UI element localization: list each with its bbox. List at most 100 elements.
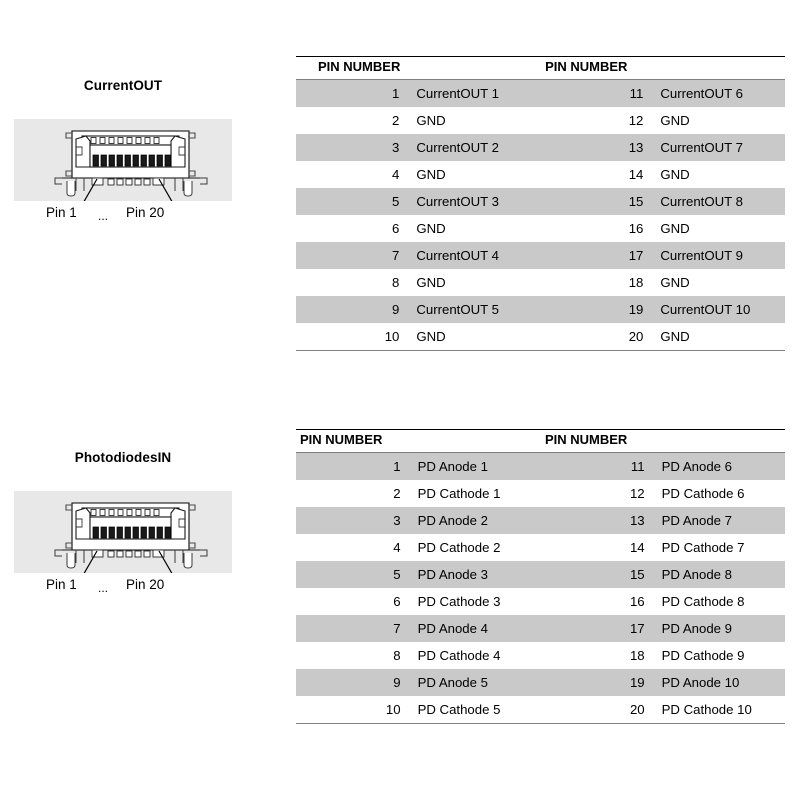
signal-name-right: PD Cathode 9 [652,642,785,669]
signal-name-right: PD Anode 10 [652,669,785,696]
signal-name-right: CurrentOUT 9 [651,242,785,269]
signal-name-right: GND [651,107,785,134]
signal-name-right: PD Cathode 6 [652,480,785,507]
pin-number-right: 20 [539,696,653,724]
pin-number-right: 20 [540,323,652,351]
table-header-row: PIN NUMBER PIN NUMBER [296,56,785,80]
signal-name-right: PD Cathode 7 [652,534,785,561]
pin-number-right: 18 [540,269,652,296]
signal-name-left: CurrentOUT 4 [407,242,541,269]
pin-number-left: 3 [296,134,408,161]
column-header-pin-number-left: PIN NUMBER [296,56,541,80]
signal-name-right: CurrentOUT 10 [651,296,785,323]
signal-name-left: GND [407,107,541,134]
pin-number-right: 18 [539,642,653,669]
pin-number-left: 9 [296,296,408,323]
signal-name-left: GND [407,161,541,188]
pin-first-label: Pin 1 [46,205,77,220]
pin-number-right: 12 [539,480,653,507]
pin-extent-labels: Pin 1 ... Pin 20 [14,201,232,227]
pin-number-left: 5 [296,188,408,215]
pin-number-left: 2 [296,480,409,507]
signal-name-left: PD Anode 1 [408,452,540,480]
pin-number-right: 15 [539,561,653,588]
pin-number-right: 17 [539,615,653,642]
signal-name-left: GND [407,215,541,242]
pin-number-left: 10 [296,323,408,351]
pin-ellipsis: ... [98,209,109,223]
pin-number-right: 14 [540,161,652,188]
signal-name-right: PD Anode 9 [652,615,785,642]
connector-caption: CurrentOUT [83,78,163,93]
signal-name-left: PD Cathode 3 [408,588,540,615]
signal-name-left: PD Cathode 4 [408,642,540,669]
signal-name-right: GND [651,323,785,351]
signal-name-right: GND [651,215,785,242]
pin-number-left: 3 [296,507,409,534]
fpc-connector-drawing-icon [54,130,208,201]
signal-name-left: GND [407,323,541,351]
signal-name-left: PD Cathode 5 [408,696,540,724]
signal-name-left: PD Anode 3 [408,561,540,588]
pin-number-left: 8 [296,642,409,669]
pin-number-left: 6 [296,215,408,242]
pin-number-left: 7 [296,242,408,269]
fpc-connector-drawing-icon [54,502,208,573]
pin-number-right: 16 [540,215,652,242]
pin-number-right: 13 [539,507,653,534]
pin-number-left: 8 [296,269,408,296]
pin-number-left: 6 [296,588,409,615]
connector-caption: PhotodiodesIN [74,450,172,465]
pin-first-label: Pin 1 [46,577,77,592]
signal-name-right: CurrentOUT 6 [651,79,785,107]
signal-name-right: PD Cathode 8 [652,588,785,615]
pin-number-right: 11 [540,79,652,107]
pin-number-left: 1 [296,79,408,107]
signal-name-left: CurrentOUT 1 [407,79,541,107]
connector-drawing-plate [14,119,232,201]
connector-figure-currentout: CurrentOUT [0,78,290,227]
table-header: PIN NUMBER PIN NUMBER [296,429,785,453]
pin-ellipsis: ... [98,581,109,595]
pin-extent-labels: Pin 1 ... Pin 20 [14,573,232,599]
connector-drawing-plate [14,491,232,573]
signal-name-left: PD Cathode 1 [408,480,540,507]
signal-name-left: PD Anode 2 [408,507,540,534]
pin-number-left: 2 [296,107,408,134]
signal-name-right: GND [651,161,785,188]
signal-name-right: PD Anode 7 [652,507,785,534]
signal-name-right: CurrentOUT 7 [651,134,785,161]
signal-name-left: CurrentOUT 2 [407,134,541,161]
pin-number-right: 12 [540,107,652,134]
signal-name-left: CurrentOUT 3 [407,188,541,215]
signal-name-left: GND [407,269,541,296]
pin-number-right: 15 [540,188,652,215]
pin-number-right: 14 [539,534,653,561]
pin-number-right: 17 [540,242,652,269]
signal-name-right: PD Cathode 10 [652,696,785,724]
pin-number-right: 19 [540,296,652,323]
signal-name-left: PD Anode 5 [408,669,540,696]
table-header-row: PIN NUMBER PIN NUMBER [296,429,785,453]
pin-number-right: 19 [539,669,653,696]
